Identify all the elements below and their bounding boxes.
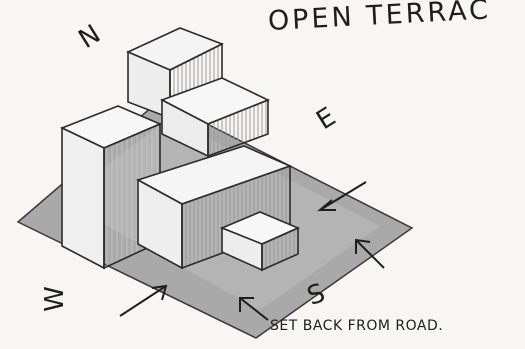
compass-west-label: W [42,286,68,312]
arrow-west [120,286,166,316]
tower-left [62,128,104,268]
setback-note: SET BACK FROM ROAD. [270,318,443,334]
